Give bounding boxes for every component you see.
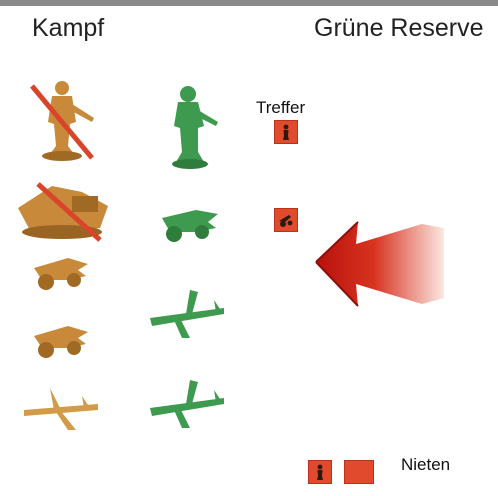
green-infantry-unit[interactable] — [158, 82, 222, 172]
tan-fighter-unit[interactable] — [20, 380, 102, 434]
tan-artillery-unit[interactable] — [28, 250, 94, 294]
combat-header: Kampf — [32, 14, 105, 42]
miss-die-blank — [344, 460, 374, 484]
infantry-symbol-icon — [283, 124, 289, 140]
eliminated-strike — [30, 84, 94, 160]
green-fighter-unit[interactable] — [146, 286, 228, 342]
red-arrow-icon — [315, 221, 444, 307]
green-reserve-header: Grüne Reserve — [314, 14, 484, 42]
miss-die-infantry — [308, 460, 332, 484]
artillery-symbol-icon — [279, 215, 293, 227]
green-artillery-unit[interactable] — [158, 202, 222, 246]
tan-artillery-unit[interactable] — [28, 318, 94, 362]
infantry-symbol-icon — [317, 464, 323, 480]
hit-die-artillery — [274, 208, 298, 232]
top-divider — [0, 0, 498, 6]
tan-infantry-unit[interactable] — [22, 74, 102, 164]
hits-label: Treffer — [256, 98, 306, 117]
hit-die-infantry — [274, 120, 298, 144]
misses-label: Nieten — [401, 455, 451, 474]
green-fighter-unit[interactable] — [146, 376, 228, 432]
eliminated-strike — [36, 182, 102, 242]
tan-tank-unit[interactable] — [12, 178, 112, 246]
